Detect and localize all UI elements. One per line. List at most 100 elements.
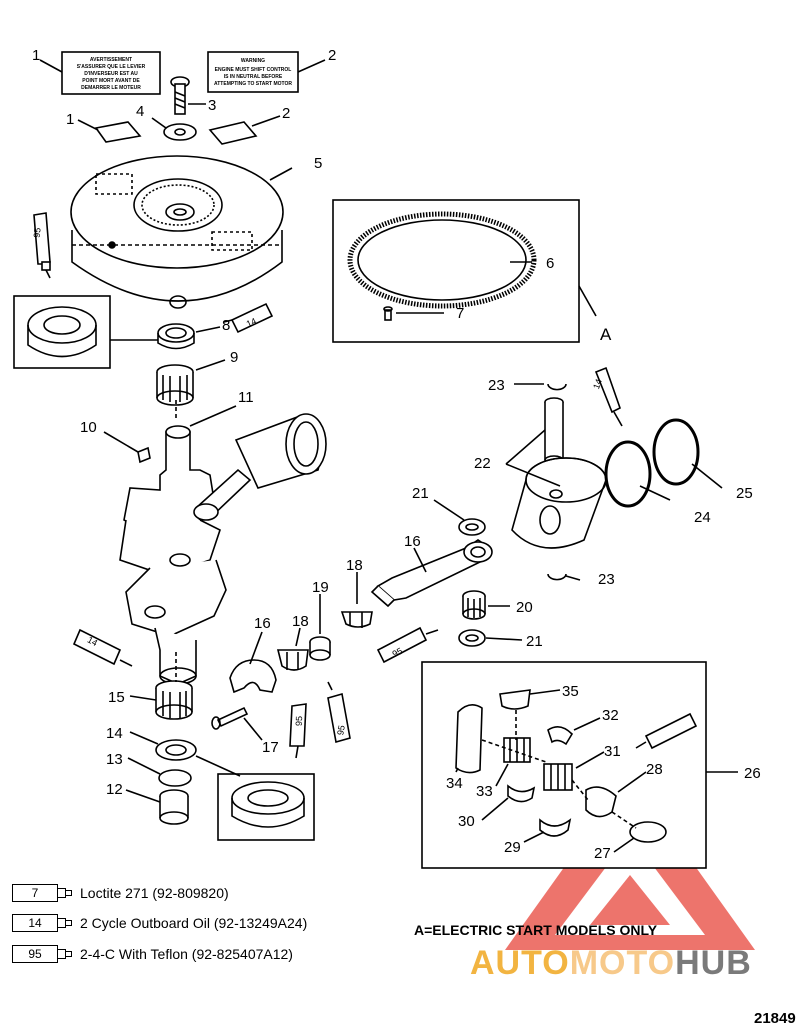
retaining-ring-upper [547, 383, 567, 391]
legend-code: 14 [12, 914, 58, 932]
retaining-ring-27 [629, 821, 667, 843]
connecting-rod [370, 539, 493, 608]
decal-left-line3: D'INVERSEUR EST AU [84, 71, 138, 77]
callout-13: 13 [106, 751, 123, 768]
legend-text: Loctite 271 (92-809820) [80, 885, 229, 901]
legend-text: 2-4-C With Teflon (92-825407A12) [80, 946, 293, 962]
tube-icon: 95 [12, 943, 74, 965]
callout-15: 15 [108, 689, 125, 706]
lubricant-tube-14-lower [72, 628, 133, 667]
decal-right-line4: ATTEMPTING TO START MOTOR [214, 81, 292, 87]
ring-gear [347, 211, 537, 309]
callout-2: 2 [328, 47, 336, 64]
tube-label: 95 [391, 646, 404, 659]
decal-left-line5: DEMARRER LE MOTEUR [81, 85, 141, 91]
callout-30: 30 [458, 813, 475, 830]
needle-bearing-33 [503, 737, 531, 763]
needle-bearing-31 [543, 763, 573, 791]
ring-gear-box [332, 199, 580, 343]
decal-right-line3: IS IN NEUTRAL BEFORE [224, 74, 283, 80]
decal-right [207, 51, 299, 93]
tube-label: 95 [294, 716, 304, 726]
crankshaft [119, 425, 227, 685]
callout-32: 32 [602, 707, 619, 724]
upper-seal-8 [157, 323, 195, 350]
bearing-half-29 [539, 818, 572, 837]
decal-left-line1: AVERTISSEMENT [90, 57, 132, 63]
wrist-pin-bearing [462, 590, 486, 620]
lubricant-tube-14-upper [223, 302, 274, 334]
callout-28: 28 [646, 761, 663, 778]
bearing-half-30 [507, 784, 536, 803]
callout-24: 24 [694, 509, 711, 526]
callout-1b: 1 [66, 111, 74, 128]
decal-2-small [208, 121, 258, 145]
legend-text: 2 Cycle Outboard Oil (92-13249A24) [80, 915, 308, 931]
callout-33: 33 [476, 783, 493, 800]
rod-cap [229, 659, 277, 694]
bearing-cage-half-18-upper [340, 611, 373, 628]
callout-21b: 21 [526, 633, 543, 650]
lubricant-tube-95-rod [376, 626, 439, 664]
seal-upper [27, 306, 97, 358]
bearing-cage-half-18-lower [276, 649, 309, 671]
callout-26: 26 [744, 765, 761, 782]
woodruff-key [137, 446, 151, 464]
piston-ring-25 [652, 418, 700, 486]
callout-35: 35 [562, 683, 579, 700]
tube-label: 14 [86, 635, 100, 649]
callout-7: 7 [456, 305, 464, 322]
callout-16: 16 [404, 533, 421, 550]
legend-code: 7 [12, 884, 58, 902]
callout-23: 23 [488, 377, 505, 394]
decal-left-line2: S'ASSURER QUE LE LEVIER [77, 64, 146, 70]
piston-assembly-installed [193, 413, 327, 521]
bearing-cage-35 [499, 689, 531, 710]
callout-6: 6 [546, 255, 554, 272]
callout-14: 14 [106, 725, 123, 742]
callout-4: 4 [136, 103, 144, 120]
callout-16b: 16 [254, 615, 271, 632]
callout-10: 10 [80, 419, 97, 436]
lubricant-tube-95-kit [635, 712, 698, 750]
watermark-part1: AUTO [470, 944, 570, 982]
legend-row-loctite: 7 Loctite 271 (92-809820) [12, 880, 229, 906]
watermark-part3: HUB [675, 944, 752, 982]
legend-row-grease: 95 2-4-C With Teflon (92-825407A12) [12, 941, 293, 967]
decal-left-line4: POINT MORT AVANT DE [82, 78, 140, 84]
flywheel-bolt [170, 76, 190, 115]
callout-11: 11 [238, 389, 254, 406]
piston-pin [544, 397, 564, 465]
tube-icon: 7 [12, 882, 74, 904]
callout-31: 31 [604, 743, 621, 760]
tube-label: 95 [32, 227, 43, 238]
callout-18: 18 [346, 557, 363, 574]
lubricant-tube-95-upper [33, 212, 51, 279]
bearing-cage-34 [455, 704, 483, 774]
callout-25: 25 [736, 485, 753, 502]
callout-3: 3 [208, 97, 216, 114]
tube-label: 14 [591, 378, 604, 391]
bearing-half-32 [547, 726, 574, 746]
callout-21: 21 [412, 485, 429, 502]
piston [511, 457, 607, 549]
tube-icon: 14 [12, 912, 74, 934]
legend-row-oil: 14 2 Cycle Outboard Oil (92-13249A24) [12, 910, 307, 936]
legend-code: 95 [12, 945, 58, 963]
watermark-part2: MOTO [569, 944, 676, 982]
callout-17: 17 [262, 739, 279, 756]
thrust-washer-lower [458, 629, 486, 647]
decal-right-line1: WARNING [241, 58, 265, 64]
thrust-washer-upper [458, 518, 486, 536]
retaining-ring-lower [547, 573, 567, 581]
seal-lower [231, 781, 305, 828]
piston-ring-24 [604, 440, 652, 508]
tube-label: 95 [335, 724, 347, 736]
lower-seal-14 [155, 739, 197, 761]
callout-9: 9 [230, 349, 238, 366]
electric-start-note: A=ELECTRIC START MODELS ONLY [414, 922, 658, 938]
callout-29: 29 [504, 839, 521, 856]
callout-8: 8 [222, 317, 230, 334]
callout-1: 1 [32, 47, 40, 64]
